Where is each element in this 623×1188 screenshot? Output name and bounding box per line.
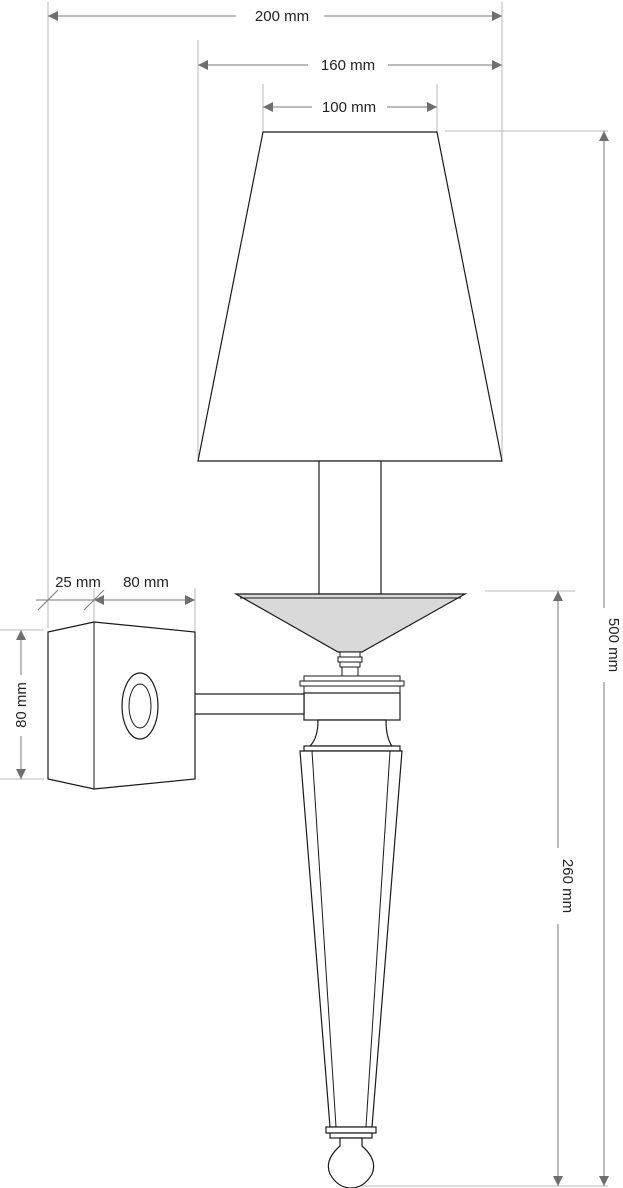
plate-depth-label: 25 mm	[55, 574, 101, 591]
dimension-plate-depth-and-width: 25 mm 80 mm	[36, 574, 195, 611]
body-base-ring	[325, 1126, 377, 1139]
finial	[327, 1137, 375, 1188]
shade-top-width-label: 100 mm	[322, 99, 376, 116]
lamp-body	[299, 750, 403, 1128]
dimension-body-height: 260 mm	[553, 591, 576, 1186]
dimension-overall-height: 500 mm	[599, 131, 622, 1186]
bobeche	[233, 593, 468, 653]
dimension-overall-width: 200 mm	[48, 8, 502, 25]
candle-sleeve	[318, 460, 382, 595]
dimension-shade-top-width: 100 mm	[263, 99, 437, 116]
overall-width-label: 200 mm	[255, 8, 309, 25]
overall-height-label: 500 mm	[605, 618, 622, 672]
body-neck	[303, 719, 401, 752]
socket-connector	[337, 651, 363, 677]
dimension-shade-bottom-width: 160 mm	[198, 57, 502, 74]
plate-height-label: 80 mm	[13, 682, 30, 728]
extension-lines	[0, 2, 608, 1187]
arm-collar	[299, 675, 405, 721]
wall-plate	[47, 621, 196, 790]
plate-width-label: 80 mm	[123, 574, 169, 591]
shade-bottom-width-label: 160 mm	[321, 57, 375, 74]
body-height-label: 260 mm	[559, 859, 576, 913]
dimension-plate-height: 80 mm	[13, 630, 30, 779]
lamp-shade	[197, 131, 503, 462]
